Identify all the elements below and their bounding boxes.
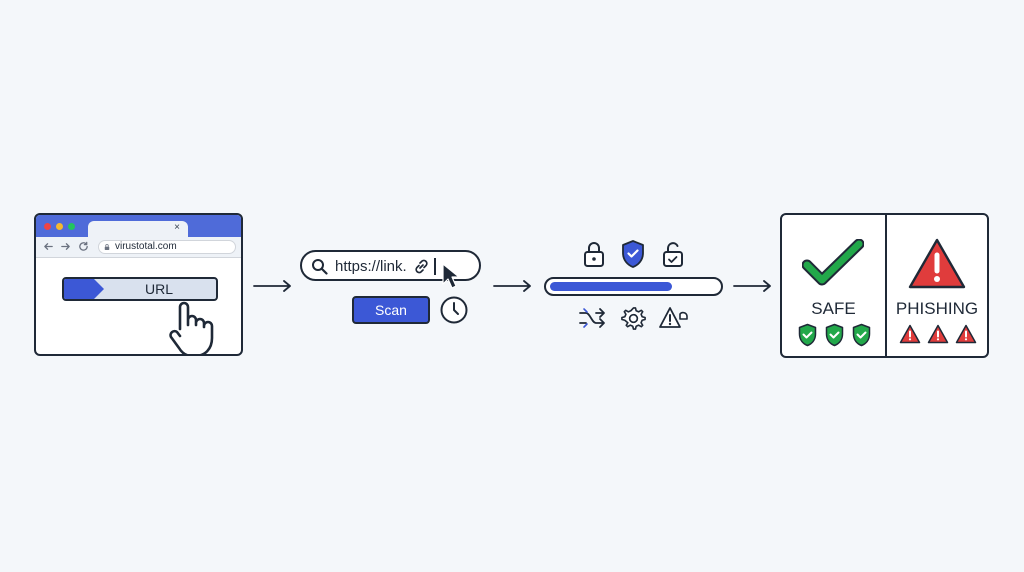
safe-label: SAFE <box>811 299 856 318</box>
tab-close-icon[interactable]: × <box>174 222 180 233</box>
url-button[interactable]: URL <box>62 277 218 301</box>
minimize-window-dot[interactable] <box>56 223 63 230</box>
alert-triangle-icon <box>908 238 966 289</box>
address-bar[interactable]: virustotal.com <box>98 240 236 254</box>
scan-progress-fill <box>550 282 672 291</box>
close-window-dot[interactable] <box>44 223 51 230</box>
text-cursor <box>434 258 436 275</box>
browser-toolbar: virustotal.com <box>36 237 241 258</box>
maximize-window-dot[interactable] <box>68 223 75 230</box>
address-text: virustotal.com <box>115 241 177 252</box>
shield-check-icon <box>798 323 817 347</box>
flow-arrow-2 <box>493 280 531 292</box>
gear-icon <box>621 307 646 330</box>
search-icon <box>312 259 328 275</box>
phishing-warnings <box>899 324 977 346</box>
browser-tab[interactable]: × <box>88 221 188 239</box>
link-icon <box>415 259 428 274</box>
reload-icon[interactable] <box>78 241 89 252</box>
flow-arrow-1 <box>253 280 291 292</box>
scan-button[interactable]: Scan <box>352 296 430 324</box>
shield-check-icon <box>622 240 644 268</box>
url-button-fill <box>64 279 104 299</box>
shield-check-icon <box>825 323 844 347</box>
padlock-icon <box>104 244 110 250</box>
pointing-hand-icon <box>169 301 214 354</box>
back-arrow-icon[interactable] <box>43 241 54 252</box>
unlocked-lock-icon <box>663 242 683 267</box>
phishing-label: PHISHING <box>895 299 979 318</box>
warning-icon <box>659 307 688 328</box>
url-button-label: URL <box>144 281 173 297</box>
browser-window: × virustotal.com URL <box>34 213 243 356</box>
safe-shields <box>797 323 872 347</box>
result-divider <box>885 215 887 356</box>
shield-check-icon <box>852 323 871 347</box>
mouse-pointer-icon <box>442 263 460 289</box>
check-icon <box>802 239 864 286</box>
flow-arrow-3 <box>733 280 771 292</box>
clock-icon <box>440 296 468 324</box>
warning-icon <box>899 324 921 344</box>
browser-titlebar: × <box>36 215 241 239</box>
warning-icon <box>927 324 949 344</box>
shuffle-icon <box>579 308 605 328</box>
scan-progress-bar <box>544 277 723 296</box>
warning-icon <box>955 324 977 344</box>
lock-icon <box>584 242 604 267</box>
result-panel: SAFE PHISHING <box>780 213 989 358</box>
forward-arrow-icon[interactable] <box>60 241 71 252</box>
url-input-text: https://link. <box>335 258 407 275</box>
